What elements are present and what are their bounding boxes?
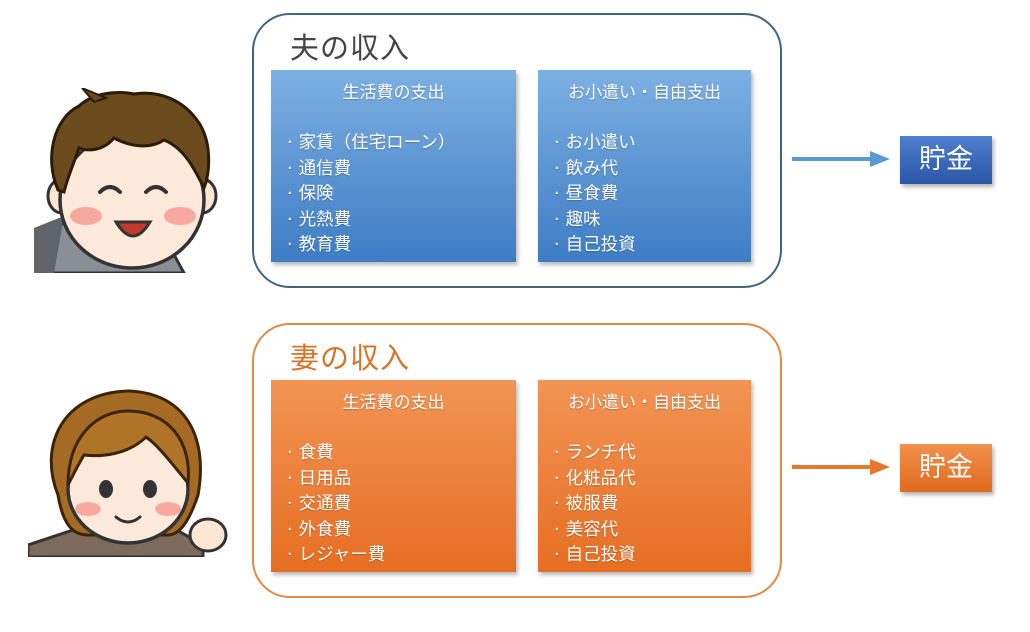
list-item: 教育費	[287, 233, 516, 259]
husband-living-expenses-heading: 生活費の支出	[342, 83, 445, 103]
list-item: 美容代	[554, 518, 751, 544]
list-item: 化粧品代	[554, 467, 751, 493]
list-item: レジャー費	[287, 543, 516, 569]
list-item: 光熱費	[287, 208, 516, 234]
wife-arrow-right-icon	[792, 459, 890, 475]
list-item: 自己投資	[554, 543, 751, 569]
husband-living-expenses-list: 家賃（住宅ローン） 通信費 保険 光熱費 教育費	[271, 131, 516, 259]
list-item: 被服費	[554, 492, 751, 518]
wife-allowance-panel: お小遣い・自由支出 ランチ代 化粧品代 被服費 美容代 自己投資	[538, 380, 751, 572]
list-item: 飲み代	[554, 157, 751, 183]
list-item: ランチ代	[554, 441, 751, 467]
wife-living-expenses-list: 食費 日用品 交通費 外食費 レジャー費	[271, 441, 516, 569]
wife-income-title: 妻の収入	[290, 341, 411, 375]
wife-living-expenses-panel: 生活費の支出 食費 日用品 交通費 外食費 レジャー費	[271, 380, 516, 572]
list-item: 通信費	[287, 157, 516, 183]
list-item: お小遣い	[554, 131, 751, 157]
list-item: 交通費	[287, 492, 516, 518]
wife-avatar-icon	[28, 389, 228, 557]
list-item: 趣味	[554, 208, 751, 234]
list-item: 外食費	[287, 518, 516, 544]
husband-allowance-panel: お小遣い・自由支出 お小遣い 飲み代 昼食費 趣味 自己投資	[538, 70, 751, 262]
list-item: 自己投資	[554, 233, 751, 259]
list-item: 家賃（住宅ローン）	[287, 131, 516, 157]
husband-income-title: 夫の収入	[290, 31, 411, 65]
wife-income-frame: 妻の収入 生活費の支出 食費 日用品 交通費 外食費 レジャー費 お小遣い・自由…	[252, 323, 782, 598]
husband-arrow-right-icon	[792, 151, 890, 167]
wife-savings-box: 貯金	[900, 444, 992, 492]
wife-living-expenses-heading: 生活費の支出	[342, 393, 445, 413]
husband-allowance-heading: お小遣い・自由支出	[568, 83, 721, 103]
list-item: 日用品	[287, 467, 516, 493]
husband-living-expenses-panel: 生活費の支出 家賃（住宅ローン） 通信費 保険 光熱費 教育費	[271, 70, 516, 262]
wife-allowance-heading: お小遣い・自由支出	[568, 393, 721, 413]
husband-savings-box: 貯金	[900, 136, 992, 184]
husband-income-frame: 夫の収入 生活費の支出 家賃（住宅ローン） 通信費 保険 光熱費 教育費 お小遣…	[252, 13, 782, 288]
husband-avatar-icon	[34, 88, 218, 273]
husband-allowance-list: お小遣い 飲み代 昼食費 趣味 自己投資	[538, 131, 751, 259]
list-item: 昼食費	[554, 182, 751, 208]
list-item: 保険	[287, 182, 516, 208]
wife-allowance-list: ランチ代 化粧品代 被服費 美容代 自己投資	[538, 441, 751, 569]
list-item: 食費	[287, 441, 516, 467]
